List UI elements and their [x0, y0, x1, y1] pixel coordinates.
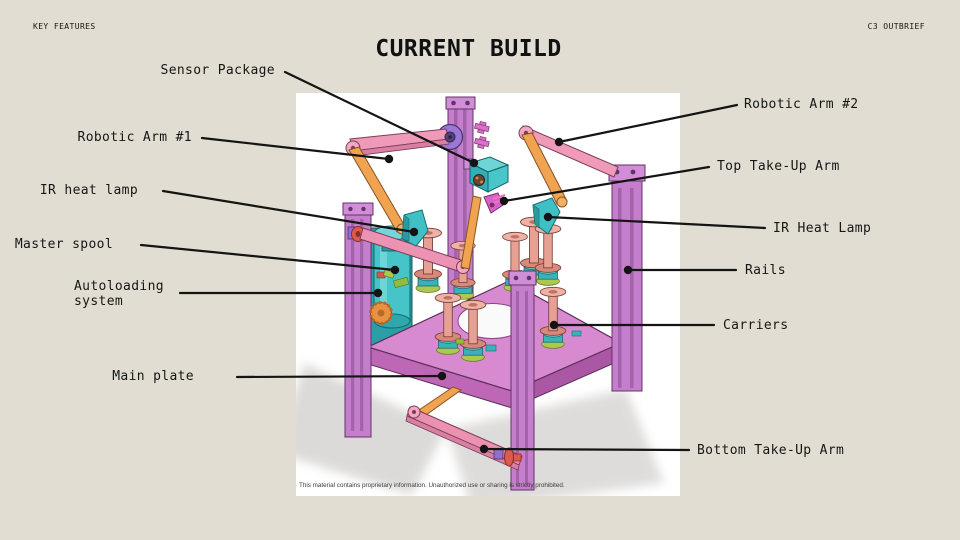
sensor-lens [473, 174, 485, 186]
autoloader-gear [369, 301, 393, 325]
front-post [508, 270, 537, 491]
post-brackets [473, 120, 490, 150]
callout-bottom-take-up-arm: Bottom Take-Up Arm [697, 443, 845, 458]
kicker: KEY FEATURES [33, 22, 96, 31]
callout-robotic-arm-1: Robotic Arm #1 [77, 130, 192, 145]
callout-master-spool: Master spool [14, 237, 113, 252]
callout-top-take-up-arm: Top Take-Up Arm [717, 159, 840, 174]
center-link [460, 195, 482, 270]
callout-ir-heat-lamp-left: IR heat lamp [39, 183, 138, 198]
robotic-arm-2 [518, 125, 619, 235]
callout-carriers: Carriers [723, 318, 789, 333]
callout-sensor-package: Sensor Package [160, 63, 275, 78]
machine-illustration [296, 96, 664, 496]
plate-details [455, 330, 582, 352]
figure-panel: This material contains proprietary infor… [296, 93, 680, 496]
top-take-up-arm [483, 192, 506, 214]
page-title: CURRENT BUILD [375, 36, 562, 62]
corner-tag: C3 OUTBRIEF [867, 22, 925, 31]
callout-main-plate: Main plate [112, 369, 194, 384]
disclaimer-text: This material contains proprietary infor… [299, 482, 565, 489]
right-rail [608, 164, 646, 392]
callout-autoloading-system: Autoloading system [74, 279, 164, 309]
callout-robotic-arm-2: Robotic Arm #2 [744, 97, 859, 112]
callout-rails: Rails [745, 263, 786, 278]
callout-ir-heat-lamp-right: IR Heat Lamp [773, 221, 872, 236]
